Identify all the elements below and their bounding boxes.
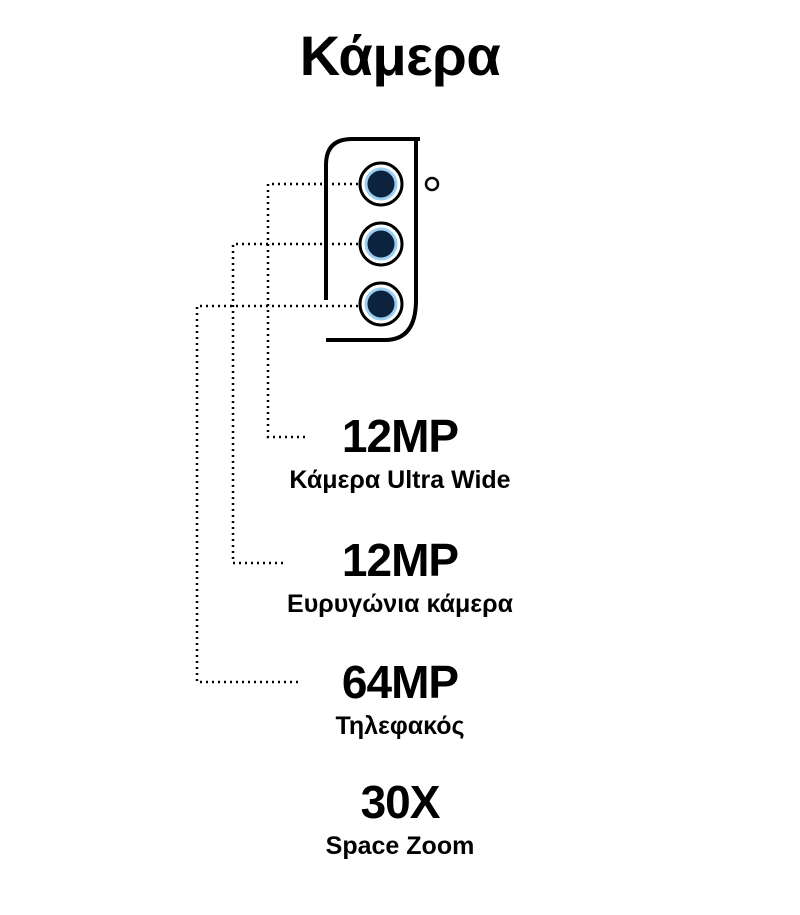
phone-body-outline — [324, 137, 516, 380]
spec-space-zoom: 30X Space Zoom — [0, 776, 800, 862]
camera-lens-icon — [358, 221, 404, 267]
spec-value: 64MP — [341, 656, 459, 708]
spec-label: Ευρυγώνια κάμερα — [287, 590, 513, 618]
spec-label: Τηλεφακός — [335, 712, 465, 740]
spec-wide: 12MP Ευρυγώνια κάμερα — [0, 534, 800, 620]
spec-value: 12MP — [341, 410, 459, 462]
spec-ultra-wide: 12MP Κάμερα Ultra Wide — [0, 410, 800, 496]
leader-line-wide — [231, 242, 358, 565]
flash-icon — [424, 176, 440, 192]
leader-line-ultra-wide — [266, 182, 358, 439]
phone-camera-module-icon — [326, 139, 418, 342]
page-title: Κάμερα — [299, 24, 501, 87]
spec-label: Κάμερα Ultra Wide — [289, 466, 511, 494]
camera-lens-icon — [358, 161, 404, 207]
spec-telephoto: 64MP Τηλεφακός — [0, 656, 800, 742]
camera-lens-icon — [358, 281, 404, 327]
spec-value: 12MP — [341, 534, 459, 586]
spec-value: 30X — [360, 776, 441, 828]
leader-line-telephoto — [195, 304, 358, 684]
spec-label: Space Zoom — [325, 832, 475, 860]
